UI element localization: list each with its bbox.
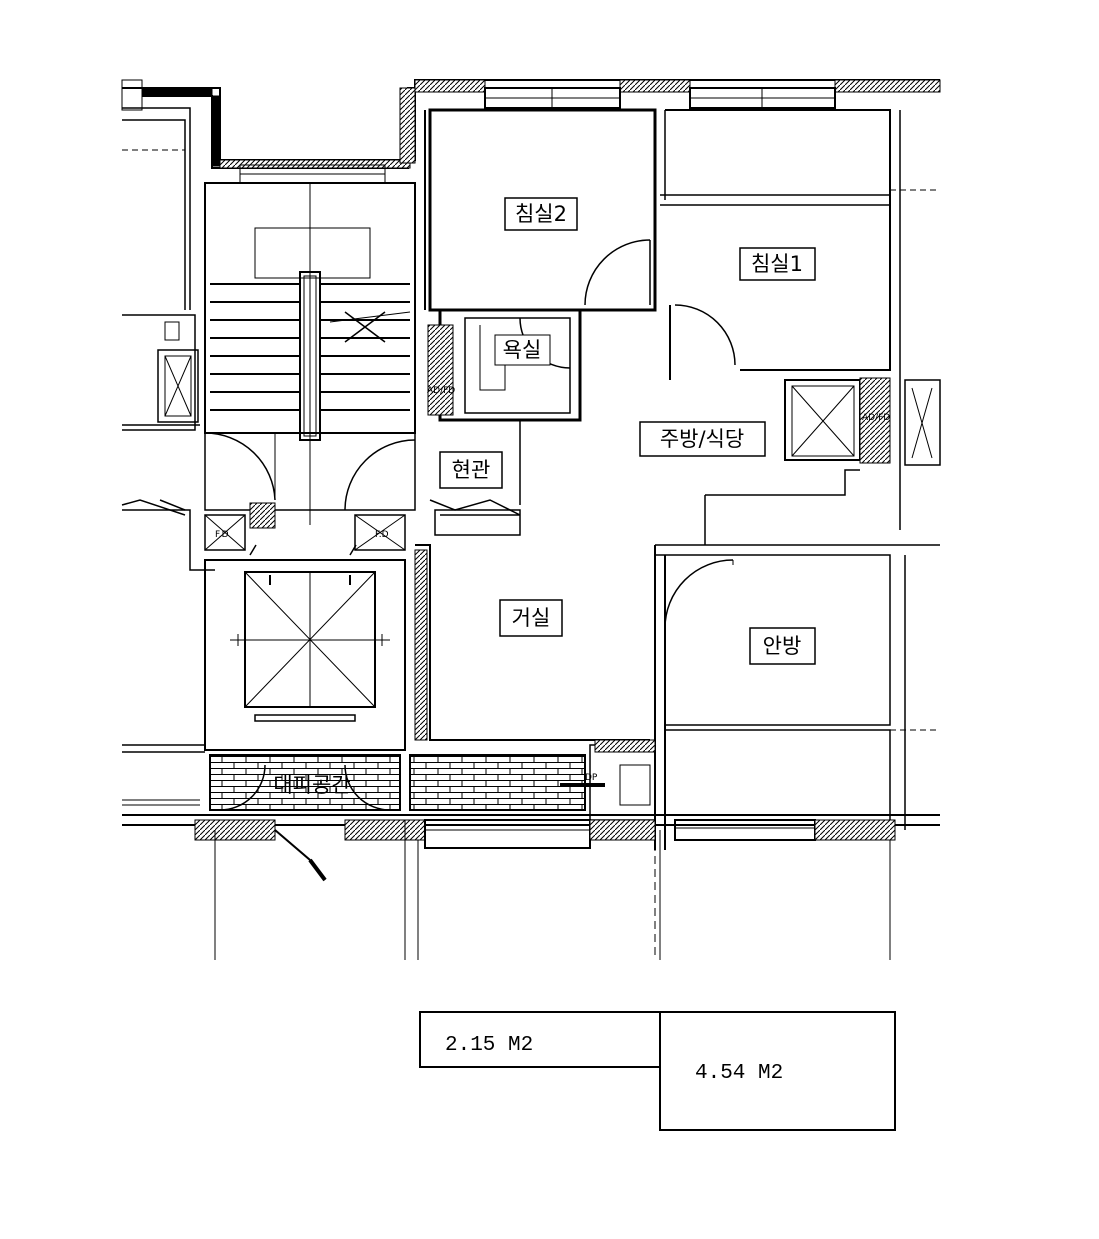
- shelter-label: 대피공간: [273, 773, 350, 797]
- bedroom2-label: 침실2: [515, 202, 567, 226]
- exterior-walls: [121, 79, 941, 960]
- bedroom1-label: 침실1: [751, 252, 803, 276]
- area-small-value: 2.15 M2: [445, 1034, 533, 1057]
- ad-fd-tag-right: AD/FD: [862, 413, 890, 423]
- area-boxes: 2.15 M2 4.54 M2: [419, 1011, 896, 1131]
- entrance-label: 현관: [452, 458, 491, 482]
- ad-fd-tag-left: AD/FD: [427, 386, 455, 396]
- kitchen-label: 주방/식당: [660, 427, 744, 451]
- fd-tag-left: F.D: [215, 530, 229, 540]
- master-bedroom-label: 안방: [763, 634, 802, 658]
- dp-tag: DP: [585, 773, 598, 783]
- area-large-value: 4.54 M2: [695, 1062, 783, 1085]
- living-label: 거실: [512, 606, 551, 630]
- bathroom-label: 욕실: [503, 338, 542, 362]
- room-labels: 침실2 침실1 욕실 주방/식당 현관 거실 안방 대피공간 F.D F.D A…: [215, 197, 890, 797]
- fd-tag-right: F.D: [375, 530, 389, 540]
